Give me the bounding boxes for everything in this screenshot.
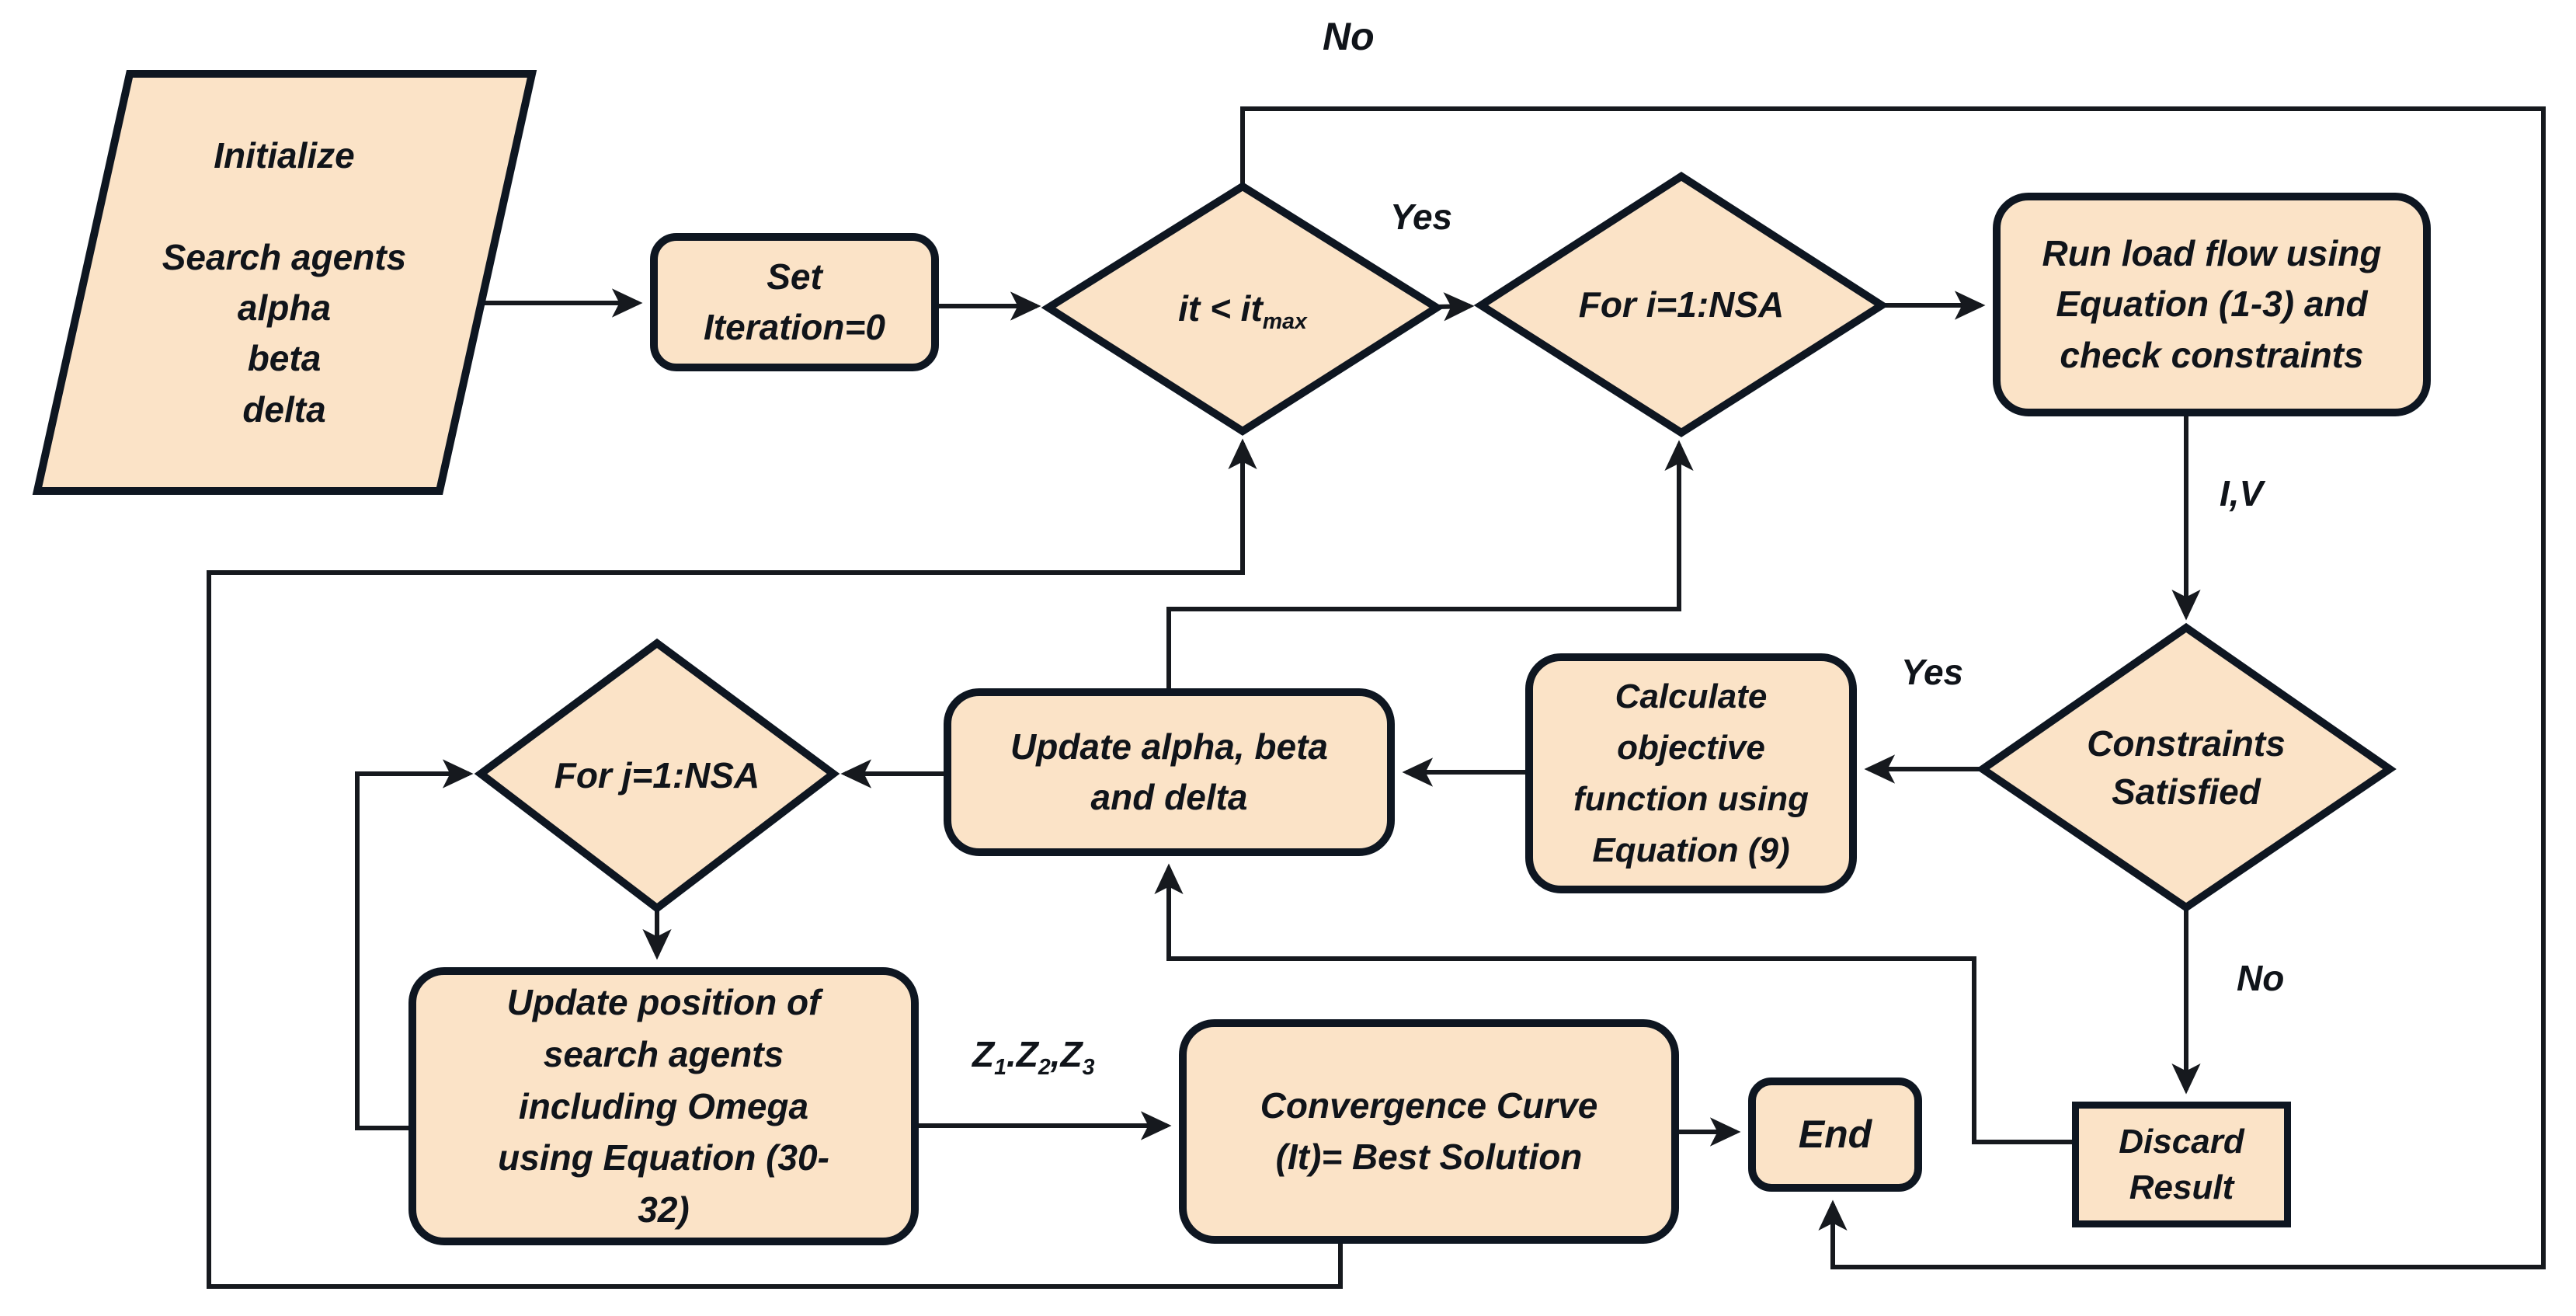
connector-discard-loop-to-update-alpha — [1154, 863, 2072, 1144]
label-iv: I,V — [2220, 473, 2264, 514]
for-j-diamond — [474, 638, 840, 914]
iteration-check-diamond — [1041, 182, 1444, 436]
constraints-text: Constraints Satisfied — [2087, 722, 2286, 812]
label-yes-constraints: Yes — [1901, 652, 1964, 692]
for-j-text: For j=1:NSA — [554, 755, 760, 796]
for-i-text: For i=1:NSA — [1578, 284, 1785, 325]
label-z1-z2-z3: Z1.Z2,Z3 — [972, 1034, 1095, 1081]
update-position-node: Update position of search agents includi… — [408, 967, 919, 1245]
connector-convergence-loop-to-iteration-check — [207, 438, 1343, 1289]
initialize-node-text: Initialize Search agents alpha beta delt… — [162, 135, 407, 430]
label-no-top: No — [1323, 15, 1375, 58]
iteration-check-text: it < itmax — [1178, 288, 1307, 335]
update-alpha-beta-delta-node: Update alpha, beta and delta — [944, 688, 1395, 856]
convergence-node: Convergence Curve (It)= Best Solution — [1179, 1019, 1679, 1244]
initialize-parallelogram — [32, 70, 537, 495]
run-load-flow-node: Run load flow using Equation (1-3) and c… — [1993, 193, 2431, 416]
constraints-diamond — [1976, 622, 2397, 913]
set-iteration-node: Set Iteration=0 — [650, 233, 939, 371]
for-i-diamond — [1473, 172, 1889, 437]
connector-update-position-loop-to-for-j — [355, 759, 474, 1130]
discard-result-node: Discard Result — [2072, 1102, 2291, 1227]
connector-iteration-check-no-to-end — [1240, 106, 2546, 1269]
label-no-constraints: No — [2237, 958, 2285, 998]
connector-update-alpha-loop-to-for-i — [1166, 440, 1694, 688]
label-yes-top: Yes — [1390, 197, 1453, 237]
calc-objective-node: Calculate objective function using Equat… — [1525, 653, 1857, 893]
end-node: End — [1748, 1078, 1922, 1192]
